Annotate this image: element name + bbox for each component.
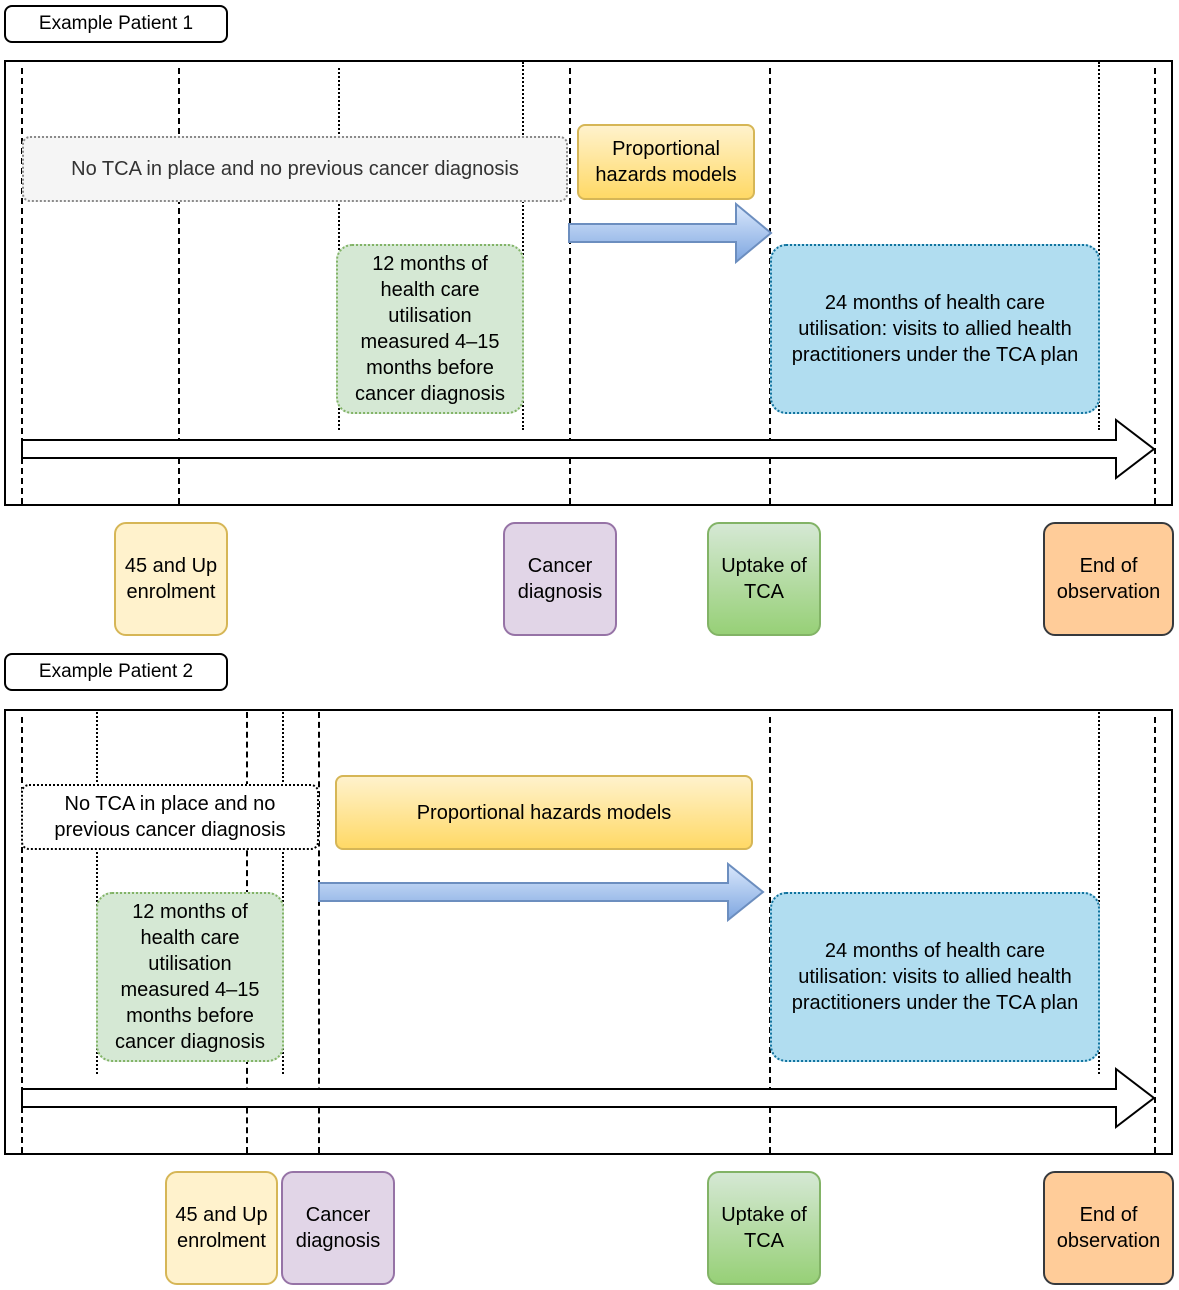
end-line bbox=[1154, 717, 1156, 1153]
hazards-models-box: Proportional hazards models bbox=[577, 124, 755, 200]
cancer-diagnosis-line bbox=[569, 68, 571, 504]
enrolment-line bbox=[178, 68, 180, 504]
pre-diagnosis-utilisation-label: 12 months of health care utilisation mea… bbox=[354, 253, 506, 405]
enrolment-milestone: 45 and Up enrolment bbox=[114, 522, 228, 636]
analysis-arrow bbox=[318, 861, 765, 923]
start-line bbox=[21, 717, 23, 1153]
hazards-models-box: Proportional hazards models bbox=[335, 775, 753, 850]
uptake-milestone-label: Uptake of TCA bbox=[721, 1204, 807, 1252]
post-uptake-utilisation-box: 24 months of health care utilisation: vi… bbox=[770, 892, 1100, 1062]
post-uptake-utilisation-label: 24 months of health care utilisation: vi… bbox=[791, 292, 1079, 366]
patient-1-title: Example Patient 1 bbox=[4, 5, 228, 43]
time-axis-arrow bbox=[21, 1066, 1156, 1130]
no-tca-period-box: No TCA in place and no previous cancer d… bbox=[22, 136, 568, 202]
end-of-observation-milestone: End of observation bbox=[1043, 1171, 1174, 1285]
no-tca-period-box: No TCA in place and no previous cancer d… bbox=[21, 784, 319, 850]
patient-2-title-text: Example Patient 2 bbox=[38, 661, 194, 682]
analysis-arrow bbox=[568, 201, 773, 265]
pre-window-end-line bbox=[522, 62, 524, 430]
no-tca-period-label: No TCA in place and no previous cancer d… bbox=[54, 793, 286, 841]
pre-diagnosis-utilisation-label: 12 months of health care utilisation mea… bbox=[114, 901, 266, 1053]
patient-2-title: Example Patient 2 bbox=[4, 653, 228, 691]
end-of-observation-milestone: End of observation bbox=[1043, 522, 1174, 636]
pre-window-end-line bbox=[282, 712, 284, 1074]
hazards-models-label: Proportional hazards models bbox=[416, 801, 672, 824]
end-of-observation-milestone-label: End of observation bbox=[1056, 555, 1161, 603]
uptake-milestone: Uptake of TCA bbox=[707, 1171, 821, 1285]
cancer-diagnosis-milestone: Cancer diagnosis bbox=[281, 1171, 395, 1285]
no-tca-period-label: No TCA in place and no previous cancer d… bbox=[71, 158, 519, 180]
enrolment-milestone: 45 and Up enrolment bbox=[165, 1171, 278, 1285]
enrolment-milestone-label: 45 and Up enrolment bbox=[124, 555, 218, 603]
post-window-end-line bbox=[1098, 712, 1100, 1074]
patient-1-title-text: Example Patient 1 bbox=[38, 13, 194, 34]
cancer-diagnosis-milestone: Cancer diagnosis bbox=[503, 522, 617, 636]
time-axis-arrow bbox=[21, 417, 1156, 481]
post-uptake-utilisation-box: 24 months of health care utilisation: vi… bbox=[770, 244, 1100, 414]
post-uptake-utilisation-label: 24 months of health care utilisation: vi… bbox=[791, 940, 1079, 1014]
pre-window-start-line bbox=[96, 712, 98, 1074]
hazards-models-label: Proportional hazards models bbox=[595, 138, 737, 186]
cancer-diagnosis-milestone-label: Cancer diagnosis bbox=[517, 555, 603, 603]
pre-diagnosis-utilisation-box: 12 months of health care utilisation mea… bbox=[96, 892, 284, 1062]
cancer-diagnosis-milestone-label: Cancer diagnosis bbox=[295, 1204, 381, 1252]
post-window-end-line bbox=[1098, 62, 1100, 430]
uptake-milestone: Uptake of TCA bbox=[707, 522, 821, 636]
cancer-diagnosis-line bbox=[318, 712, 320, 1153]
end-line bbox=[1154, 68, 1156, 504]
uptake-milestone-label: Uptake of TCA bbox=[721, 555, 807, 603]
end-of-observation-milestone-label: End of observation bbox=[1056, 1204, 1161, 1252]
enrolment-milestone-label: 45 and Up enrolment bbox=[175, 1204, 268, 1252]
pre-diagnosis-utilisation-box: 12 months of health care utilisation mea… bbox=[336, 244, 524, 414]
start-line bbox=[21, 68, 23, 504]
